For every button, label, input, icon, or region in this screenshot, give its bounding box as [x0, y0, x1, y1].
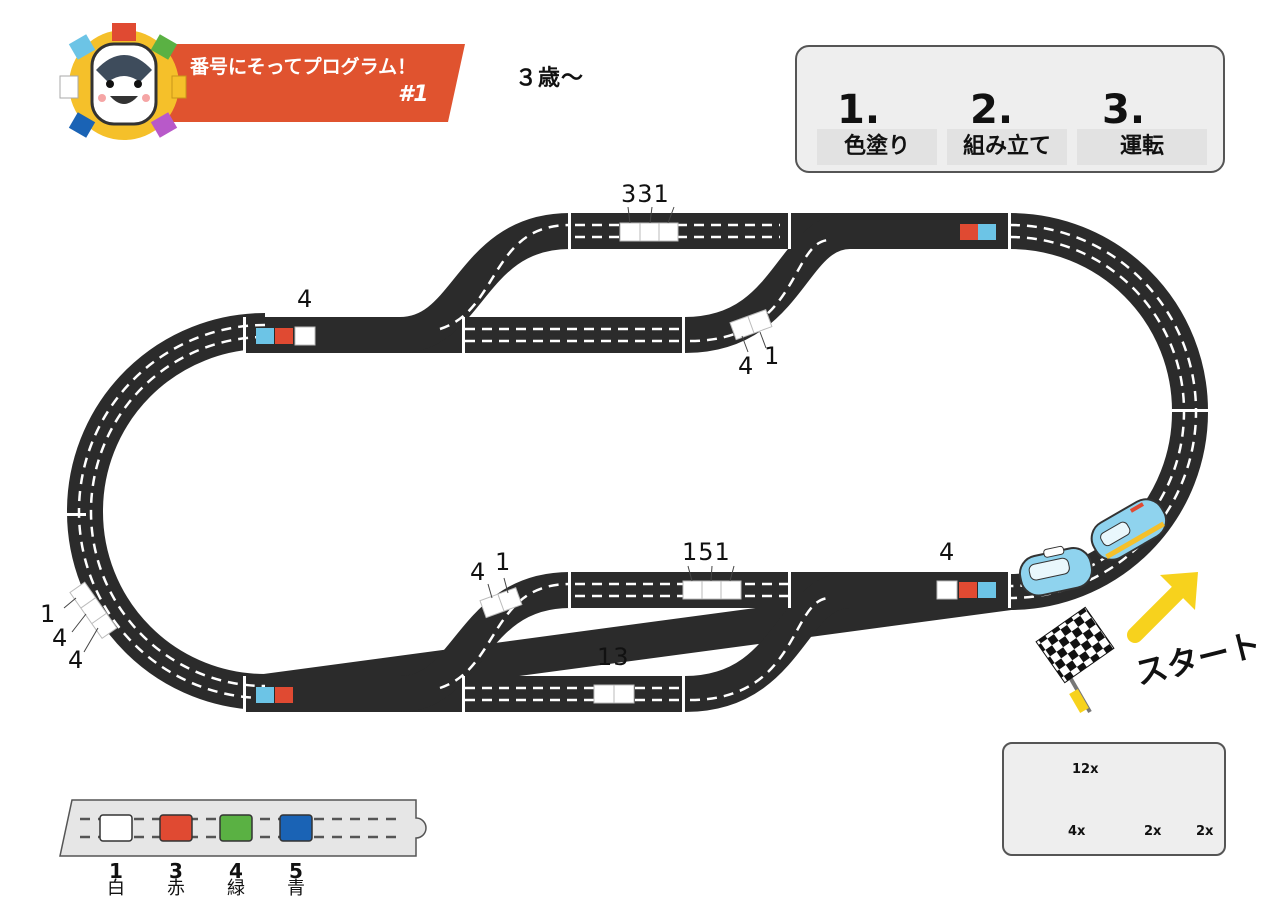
program-number: #1 [398, 82, 429, 107]
mascot-icon [59, 23, 187, 140]
code-left-curve-4b: 4 [68, 646, 85, 674]
code-lower-switch-blocks [479, 587, 523, 619]
code-left-4: 4 [297, 285, 314, 313]
track-upper-switch-curve [684, 213, 852, 353]
code-left-curve-4a: 4 [52, 624, 69, 652]
track-layout [48, 206, 1210, 712]
age-label: ３歳〜 [515, 66, 585, 91]
code-bottom-13: 13 [597, 643, 630, 671]
track-lower-switch-curve [684, 572, 852, 712]
code-bottom-lower-blocks [593, 684, 635, 704]
code-bottom-right-4: 4 [939, 538, 956, 566]
code-bottom-left-blocks [256, 687, 293, 703]
title-banner [150, 44, 465, 122]
track-lower-s-curve [398, 572, 571, 712]
code-lower-switch-4: 4 [470, 558, 487, 586]
parts-straight-count: 4x [1068, 824, 1086, 839]
code-top-blocks [619, 222, 679, 242]
code-top-right-blocks [960, 224, 996, 240]
banner-title: 番号にそってプログラム！ [190, 56, 417, 78]
step-2-label: 組み立て [947, 129, 1067, 165]
start-arrow-icon [1127, 572, 1198, 643]
step-1-number: 1. [837, 87, 881, 133]
code-bottom-right-blocks [936, 580, 996, 600]
legend-swatch-red [159, 814, 193, 842]
code-upper-switch-blocks [729, 309, 773, 341]
parts-left-switch-count: 2x [1144, 824, 1162, 839]
train-icon [1018, 498, 1168, 597]
code-bottom-blocks [682, 580, 742, 600]
legend-swatch-green [219, 814, 253, 842]
legend-track-piece [59, 799, 427, 857]
code-upper-switch-1: 1 [764, 342, 781, 370]
step-3-label: 運転 [1077, 129, 1207, 165]
parts-curve-count: 12x [1072, 762, 1099, 777]
code-upper-switch-4: 4 [738, 352, 755, 380]
checkered-flag-icon [1035, 606, 1115, 714]
code-left-blocks [256, 326, 316, 346]
code-lower-switch-1: 1 [495, 548, 512, 576]
steps-panel: 1. 2. 3. 色塗り 組み立て 運転 [795, 45, 1225, 173]
legend-swatch-white [99, 814, 133, 842]
code-bottom-151: 151 [682, 538, 731, 566]
step-3-number: 3. [1102, 87, 1146, 133]
code-top-331: 331 [621, 180, 670, 208]
code-left-curve-blocks [69, 581, 118, 640]
outer-track-loop [66, 213, 1209, 711]
code-left-curve-1: 1 [40, 600, 57, 628]
parts-right-switch-count: 2x [1196, 824, 1214, 839]
track-upper-s-curve [398, 213, 571, 353]
step-2-number: 2. [970, 87, 1014, 133]
legend-swatch-blue [279, 814, 313, 842]
step-1-label: 色塗り [817, 129, 937, 165]
parts-panel: 12x 4x 2x 2x [1002, 742, 1226, 856]
